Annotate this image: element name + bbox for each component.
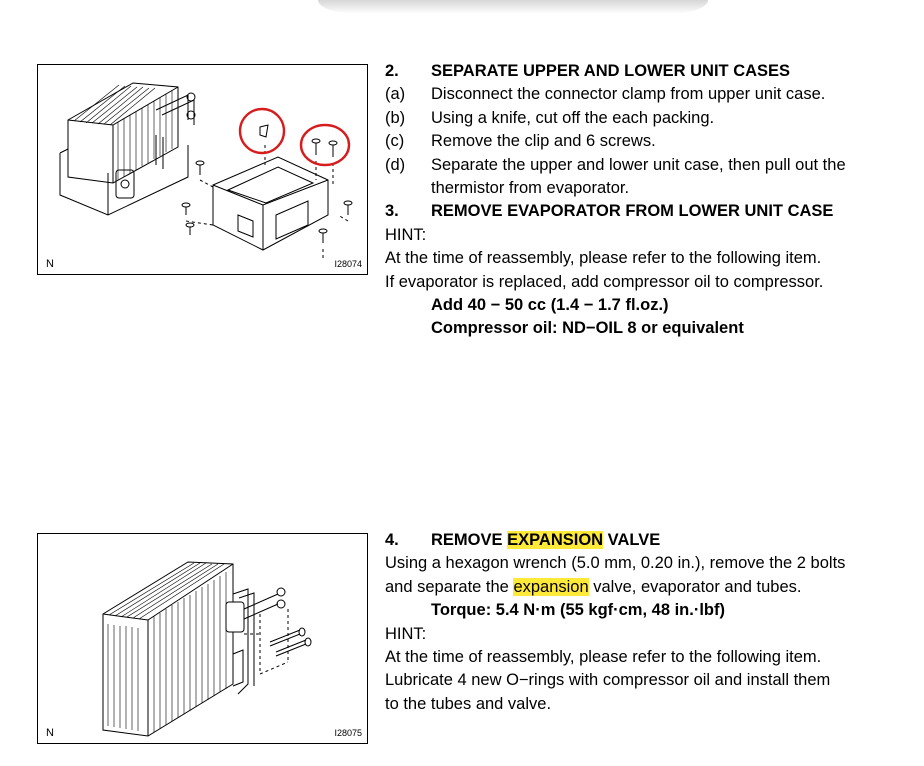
unit-case-illustration bbox=[59, 82, 353, 260]
step-2a: (a)Disconnect the connector clamp from u… bbox=[385, 85, 826, 104]
highlight-circle-screws bbox=[299, 123, 351, 167]
figure-unit-cases: N I28074 bbox=[37, 64, 368, 275]
search-highlight: expansion bbox=[513, 577, 589, 596]
oil-amount-spec: Add 40 − 50 cc (1.4 − 1.7 fl.oz.) bbox=[431, 296, 669, 315]
step-4-hint-line: to the tubes and valve. bbox=[385, 694, 552, 713]
step-4-hint-line: At the time of reassembly, please refer … bbox=[385, 648, 822, 667]
step-4-line: and separate the expansion valve, evapor… bbox=[385, 577, 802, 596]
figure-orientation-label: N bbox=[46, 258, 54, 270]
step-2b: (b)Using a knife, cut off the each packi… bbox=[385, 108, 715, 127]
step-2d: (d)Separate the upper and lower unit cas… bbox=[385, 155, 846, 174]
step-3-hint-label: HINT: bbox=[385, 225, 427, 244]
figure-orientation-label: N bbox=[46, 727, 54, 739]
step-3-hint-line: If evaporator is replaced, add compresso… bbox=[385, 272, 824, 291]
step-4-heading: 4.REMOVE EXPANSION VALVE bbox=[385, 531, 661, 549]
instructions-steps-2-3: 2.SEPARATE UPPER AND LOWER UNIT CASES (a… bbox=[385, 60, 895, 341]
oil-type-spec: Compressor oil: ND−OIL 8 or equivalent bbox=[431, 319, 744, 338]
step-3-heading: 3.REMOVE EVAPORATOR FROM LOWER UNIT CASE bbox=[385, 202, 834, 221]
step-4-line: Using a hexagon wrench (5.0 mm, 0.20 in.… bbox=[385, 554, 846, 573]
torque-spec: Torque: 5.4 N·m (55 kgf·cm, 48 in.·lbf) bbox=[431, 601, 725, 620]
page-top-shadow bbox=[318, 0, 708, 14]
figure-code: I28074 bbox=[334, 259, 362, 269]
step-4-hint-line: Lubricate 4 new O−rings with compressor … bbox=[385, 671, 831, 690]
step-2c: (c)Remove the clip and 6 screws. bbox=[385, 132, 656, 151]
evaporator-illustration bbox=[102, 561, 312, 737]
figure-expansion-valve: N I28075 bbox=[37, 533, 368, 744]
step-2-heading: 2.SEPARATE UPPER AND LOWER UNIT CASES bbox=[385, 62, 791, 80]
instructions-step-4: 4.REMOVE EXPANSION VALVE Using a hexagon… bbox=[385, 529, 895, 716]
step-4-hint-label: HINT: bbox=[385, 624, 427, 643]
search-highlight: EXPANSION bbox=[507, 531, 604, 549]
highlight-circle-clip bbox=[238, 107, 286, 155]
step-3-hint-line: At the time of reassembly, please refer … bbox=[385, 249, 822, 268]
figure-code: I28075 bbox=[334, 728, 362, 738]
step-2d-continued: thermistor from evaporator. bbox=[431, 179, 630, 198]
